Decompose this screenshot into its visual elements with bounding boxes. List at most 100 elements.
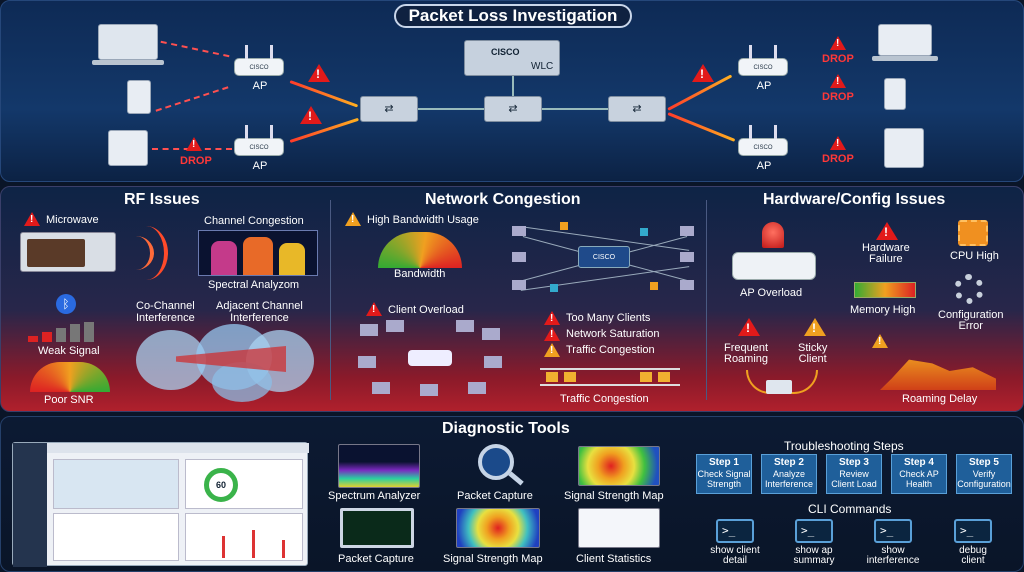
client-device [482, 328, 500, 340]
signal-bar [84, 322, 94, 342]
network-saturation-label: Network Saturation [566, 328, 660, 340]
warning-icon [872, 334, 888, 348]
drop-label: DROP [822, 53, 854, 65]
client-device [484, 356, 502, 368]
too-many-clients-label: Too Many Clients [566, 312, 651, 324]
weak-signal-label: Weak Signal [38, 345, 100, 357]
cli-command-label: debug client [940, 546, 1006, 566]
client-table-widget [53, 513, 179, 561]
packet-icon [640, 372, 652, 382]
magnifier-icon[interactable] [478, 444, 514, 480]
cli-command-label: show client detail [702, 546, 768, 566]
cli-command-text: show ap summary [793, 545, 835, 566]
packet-capture-label: Packet Capture [457, 490, 533, 502]
memory-module-icon [854, 282, 916, 298]
client-device [680, 280, 694, 290]
signal-strength-map-label-2: Signal Strength Map [443, 553, 543, 565]
warning-icon [876, 222, 898, 240]
dashboard-sidebar [13, 443, 47, 567]
packet-capture-label-2: Packet Capture [338, 553, 414, 565]
warning-icon [692, 64, 714, 82]
client-gauge: 60 [204, 468, 238, 502]
step-number: Step 1 [708, 457, 739, 468]
phone-icon [884, 78, 906, 110]
cli-commands-header: CLI Commands [808, 502, 892, 516]
signal-bar [56, 328, 66, 342]
terminal-icon[interactable]: >_ [874, 519, 912, 543]
frequent-roaming-text: Frequent Roaming [724, 342, 769, 365]
step-text: Check AP Health [899, 469, 939, 489]
packet-icon [564, 372, 576, 382]
spectrum-analyzer-label: Spectrum Analyzer [328, 490, 421, 502]
client-device [372, 382, 390, 394]
signal-strength-map-label: Signal Strength Map [564, 490, 664, 502]
microwave-window [27, 239, 85, 267]
cpu-chip-icon [958, 220, 988, 246]
warning-icon [544, 327, 560, 341]
sticky-client-text: Sticky Client [798, 342, 828, 365]
microwave-icon [20, 232, 116, 272]
terminal-icon[interactable]: >_ [716, 519, 754, 543]
bandwidth-label: Bandwidth [394, 268, 446, 280]
warning-icon [830, 36, 846, 50]
client-gauge-widget: 60 [185, 459, 303, 509]
signal-bar [70, 324, 80, 342]
poor-snr-label: Poor SNR [44, 394, 94, 406]
hardware-issues-header: Hardware/Config Issues [763, 191, 946, 208]
uplink-line [418, 108, 484, 110]
spectral-analyzer-label: Spectral Analyzom [208, 279, 300, 291]
monitoring-dashboard[interactable]: 60 [12, 442, 309, 567]
roaming-delay-label: Roaming Delay [902, 393, 978, 405]
step-number: Step 3 [838, 457, 869, 468]
overloaded-ap-icon [408, 350, 452, 366]
congested-network-diagram: CISCO [510, 218, 700, 300]
drop-label: DROP [822, 153, 854, 165]
dashboard-topbar [47, 443, 309, 453]
spectrum-analyzer-tool[interactable] [338, 444, 420, 488]
terminal-icon[interactable]: >_ [954, 519, 992, 543]
alarm-light-icon [762, 222, 784, 248]
packet-icon [550, 284, 558, 292]
wave-icon [124, 226, 168, 280]
section-divider [706, 200, 707, 400]
signal-map-tool-2[interactable] [456, 508, 540, 548]
channel-congestion-label: Channel Congestion [204, 215, 304, 227]
packet-icon [560, 222, 568, 230]
warning-icon [804, 318, 826, 336]
warning-icon [738, 318, 760, 336]
terminal-icon[interactable]: >_ [795, 519, 833, 543]
traffic-pipe-icon [540, 364, 680, 388]
phone-icon [127, 80, 151, 114]
step-text: Check Signal Strength [697, 469, 751, 489]
warning-icon [830, 74, 846, 88]
client-device [420, 384, 438, 396]
warning-icon [544, 311, 560, 325]
wave-icon [118, 236, 154, 270]
spectrum-peak [211, 241, 237, 275]
traffic-congestion-label: Traffic Congestion [566, 344, 655, 356]
uplink-line [512, 76, 514, 96]
hardware-failure-text: Hardware Failure [862, 242, 910, 265]
adjacent-channel-text: Adjacent Channel Interference [216, 300, 303, 324]
ap-label: AP [756, 80, 772, 92]
client-statistics-tool[interactable] [578, 508, 660, 548]
client-device [456, 320, 474, 332]
step-text: Verify Configuration [957, 469, 1011, 489]
spectrum-peak [279, 243, 305, 275]
client-device [358, 356, 376, 368]
step-number: Step 2 [773, 457, 804, 468]
ap-label: AP [252, 80, 268, 92]
packet-capture-tool[interactable] [340, 508, 414, 548]
core-router-icon: CISCO [578, 246, 630, 268]
ap-label: AP [756, 160, 772, 172]
step-text: Analyze Interference [764, 469, 814, 489]
signal-map-tool[interactable] [578, 446, 660, 486]
adjacent-channel-label: Adjacent Channel Interference [216, 300, 303, 324]
loss-spike [282, 540, 285, 558]
client-device [512, 280, 526, 290]
